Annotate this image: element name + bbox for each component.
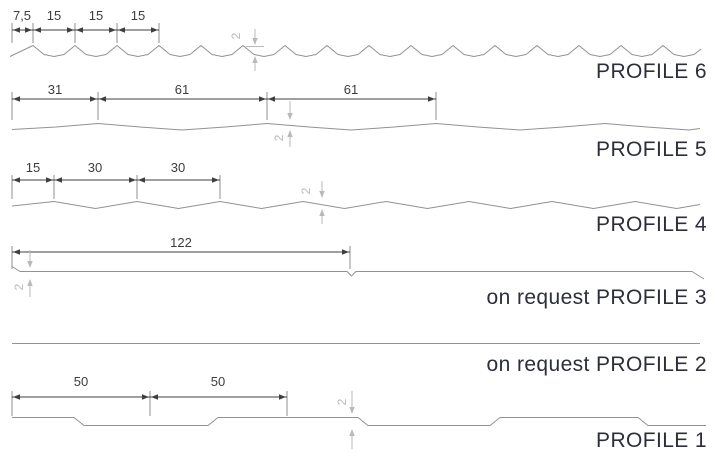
profile-3-label: on request PROFILE 3 — [486, 286, 707, 309]
profile-6-height-dim: 2 — [229, 32, 243, 40]
profile-1-label: PROFILE 1 — [596, 429, 707, 452]
profile-5-height-arrows — [287, 101, 293, 147]
profile-5-dim-0: 31 — [47, 82, 63, 97]
profile-5-dim-1: 61 — [174, 82, 190, 97]
profile-3-height-arrows — [27, 250, 33, 297]
profile-1-line — [12, 417, 706, 426]
profile-1-pitch-dims — [11, 391, 288, 416]
profile-1-dim-0: 50 — [73, 374, 89, 389]
profile-4-height-dim: 2 — [299, 187, 313, 195]
profile-6-height-arrows — [246, 29, 264, 71]
profile-3-pitch-dims — [11, 246, 351, 269]
profile-4-dim-0: 15 — [25, 160, 41, 175]
profile-6-dim-0: 7,5 — [12, 8, 32, 23]
profile-4-label: PROFILE 4 — [596, 213, 707, 236]
profile-5-line — [11, 123, 701, 131]
profile-5-dim-2: 61 — [343, 82, 359, 97]
profile-2-label: on request PROFILE 2 — [486, 353, 707, 376]
profile-6-dim-3: 15 — [130, 8, 146, 23]
profile-6-dim-1: 15 — [46, 8, 62, 23]
profile-3-height-dim: 2 — [12, 283, 26, 291]
profile-4-dim-1: 30 — [87, 160, 103, 175]
profile-1-dim-1: 50 — [210, 374, 226, 389]
profile-4-line — [11, 201, 701, 209]
profile-4-height-arrows — [319, 181, 325, 224]
profile-5-height-dim: 2 — [272, 134, 286, 142]
profile-6-dim-2: 15 — [88, 8, 104, 23]
profile-1-height-dim: 2 — [335, 398, 349, 406]
profile-4-dim-2: 30 — [170, 160, 186, 175]
profile-3-dim-0: 122 — [170, 235, 192, 250]
profile-6-label: PROFILE 6 — [596, 60, 707, 83]
profile-4-pitch-dims — [11, 175, 221, 199]
profile-1-height-arrows — [349, 391, 355, 449]
profile-6-line — [9, 45, 702, 57]
profile-5-pitch-dims — [11, 92, 437, 120]
profile-6-pitch-dims — [11, 23, 160, 43]
profile-5-label: PROFILE 5 — [596, 138, 707, 161]
profile-3-line — [11, 266, 705, 280]
